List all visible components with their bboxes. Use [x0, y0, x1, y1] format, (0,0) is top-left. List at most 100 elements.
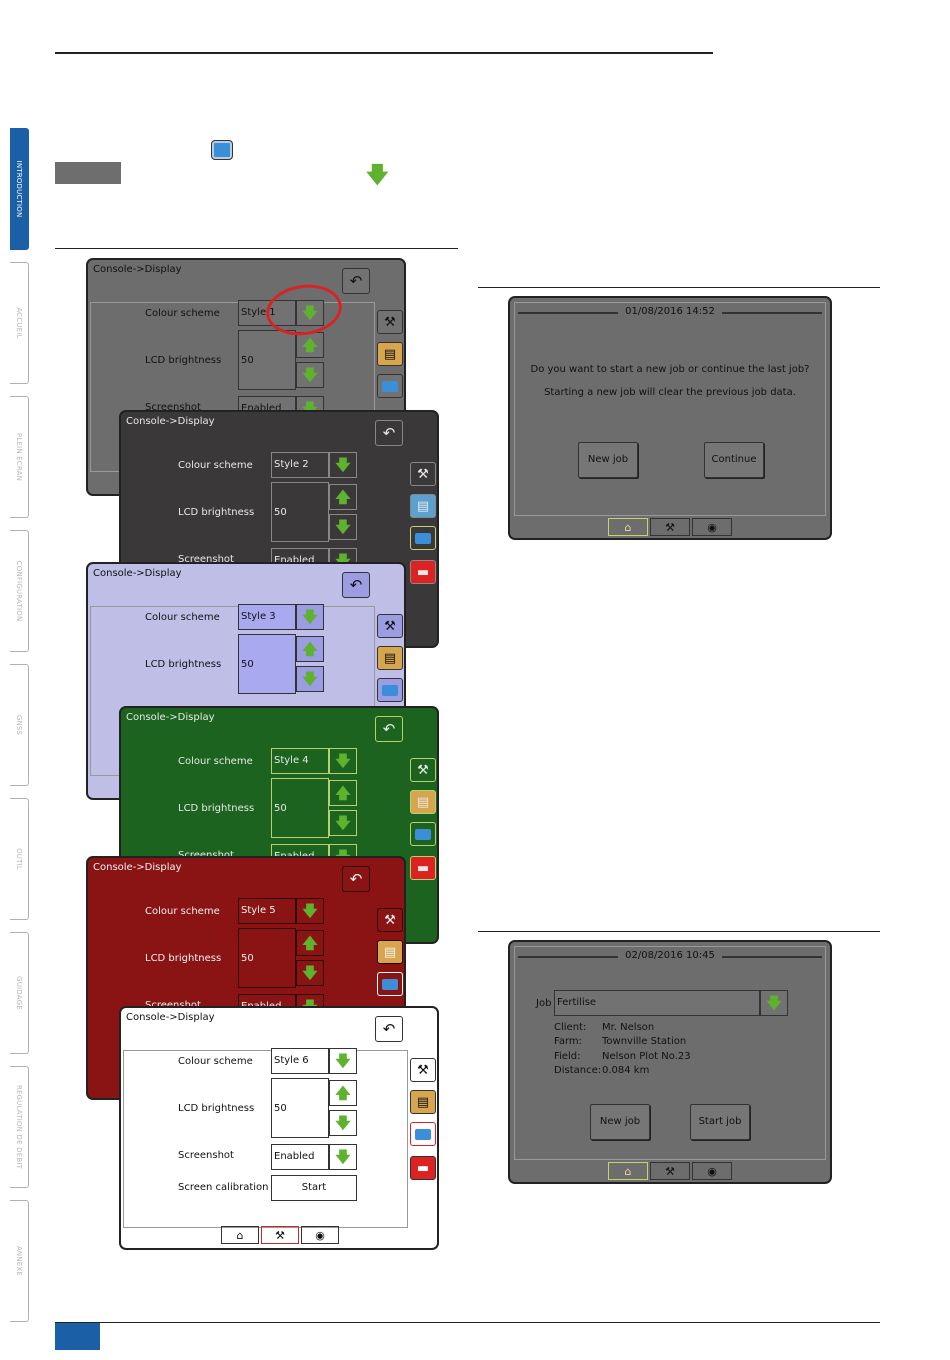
colour-scheme-label: Colour scheme: [145, 612, 220, 623]
lcd-up-button[interactable]: 🡅: [329, 484, 357, 510]
colour-scheme-label: Colour scheme: [145, 906, 220, 917]
new-job-button[interactable]: New job: [578, 442, 638, 478]
side-tab-label: PLEIN ÉCRAN: [15, 432, 23, 482]
lcd-brightness-label: LCD brightness: [145, 355, 222, 366]
lcd-down-button[interactable]: 🡇: [296, 960, 324, 986]
tools-icon[interactable]: ⚒: [410, 758, 436, 782]
colour-scheme-field[interactable]: Style 2: [271, 452, 329, 478]
side-tab-outil[interactable]: OUTIL: [10, 798, 29, 920]
lcd-brightness-field[interactable]: 50: [271, 1078, 329, 1138]
tools-icon[interactable]: ⚒: [410, 462, 436, 486]
toolbox-icon[interactable]: ▬: [410, 1156, 436, 1180]
toolbox-icon[interactable]: ▬: [410, 560, 436, 584]
tools-icon[interactable]: ⚒: [410, 1058, 436, 1082]
colour-scheme-down-button[interactable]: 🡇: [329, 748, 357, 774]
job-icon[interactable]: ▤: [410, 494, 436, 518]
lcd-down-button[interactable]: 🡇: [329, 1110, 357, 1136]
side-tab-guidage[interactable]: GUIDAGE: [10, 932, 29, 1054]
tools-icon[interactable]: ⚒: [377, 310, 403, 334]
screen-side-menu: ⚒ ▤ ▬: [407, 1052, 437, 1244]
colour-scheme-down-button[interactable]: 🡇: [296, 604, 324, 630]
tools-icon[interactable]: ⚒: [377, 908, 403, 932]
display-icon[interactable]: [377, 678, 403, 702]
side-tab-configuration[interactable]: CONFIGURATION: [10, 530, 29, 652]
job-icon[interactable]: ▤: [377, 940, 403, 964]
back-button[interactable]: ↶: [375, 1016, 403, 1042]
back-button[interactable]: ↶: [375, 716, 403, 742]
back-button[interactable]: ↶: [342, 572, 370, 598]
side-tab-introduction[interactable]: INTRODUCTION: [10, 128, 29, 250]
screenshot-field[interactable]: Enabled: [271, 1144, 329, 1170]
colour-scheme-field[interactable]: Style 4: [271, 748, 329, 774]
colour-scheme-field[interactable]: Style 1: [238, 300, 296, 326]
job-label: Job: [536, 998, 552, 1009]
colour-scheme-field[interactable]: Style 3: [238, 604, 296, 630]
bottom-nav: ⌂ ⚒ ◉: [608, 518, 732, 538]
display-icon[interactable]: [410, 526, 436, 550]
tools-icon[interactable]: ⚒: [650, 518, 690, 536]
lcd-brightness-field[interactable]: 50: [238, 634, 296, 694]
toolbox-icon[interactable]: ▬: [410, 856, 436, 880]
display-icon[interactable]: [410, 822, 436, 846]
camera-icon[interactable]: ◉: [692, 518, 732, 536]
display-icon[interactable]: [377, 374, 403, 398]
lcd-down-button[interactable]: 🡇: [296, 362, 324, 388]
lcd-up-button[interactable]: 🡅: [296, 332, 324, 358]
side-tab-plein-ecran[interactable]: PLEIN ÉCRAN: [10, 396, 29, 518]
screen-calibration-start-button[interactable]: Start: [271, 1175, 357, 1201]
job-panel: [514, 946, 826, 1160]
colour-scheme-down-button[interactable]: 🡇: [329, 452, 357, 478]
lcd-brightness-field[interactable]: 50: [271, 778, 329, 838]
tools-icon[interactable]: ⚒: [377, 614, 403, 638]
continue-button[interactable]: Continue: [704, 442, 764, 478]
lcd-up-button[interactable]: 🡅: [296, 636, 324, 662]
tools-icon[interactable]: ⚒: [650, 1162, 690, 1180]
camera-icon[interactable]: ◉: [301, 1226, 339, 1244]
display-icon[interactable]: [377, 972, 403, 996]
back-button[interactable]: ↶: [342, 866, 370, 892]
colour-scheme-down-button[interactable]: 🡇: [329, 1048, 357, 1074]
display-icon[interactable]: [410, 1122, 436, 1146]
footer-rule: [55, 1322, 880, 1323]
side-tab-label: GUIDAGE: [15, 976, 23, 1010]
home-icon[interactable]: ⌂: [608, 1162, 648, 1180]
lcd-down-button[interactable]: 🡇: [329, 514, 357, 540]
back-button[interactable]: ↶: [342, 268, 370, 294]
colour-scheme-field[interactable]: Style 5: [238, 898, 296, 924]
side-tab-accueil[interactable]: ACCUEIL: [10, 262, 29, 384]
job-select[interactable]: Fertilise: [554, 990, 760, 1016]
colour-scheme-field[interactable]: Style 6: [271, 1048, 329, 1074]
job-screen-new-or-continue: 01/08/2016 14:52 Do you want to start a …: [508, 296, 832, 540]
side-tab-annexe[interactable]: ANNEXE: [10, 1200, 29, 1322]
lcd-down-button[interactable]: 🡇: [329, 810, 357, 836]
lcd-up-button[interactable]: 🡅: [329, 1080, 357, 1106]
job-select-down-button[interactable]: 🡇: [760, 990, 788, 1016]
job-icon[interactable]: ▤: [410, 790, 436, 814]
side-tab-regulation[interactable]: RÉGULATION DE DÉBIT: [10, 1066, 29, 1188]
home-icon[interactable]: ⌂: [221, 1226, 259, 1244]
lcd-down-button[interactable]: 🡇: [296, 666, 324, 692]
tools-icon[interactable]: ⚒: [261, 1226, 299, 1244]
lcd-brightness-field[interactable]: 50: [271, 482, 329, 542]
lcd-brightness-field[interactable]: 50: [238, 330, 296, 390]
back-button[interactable]: ↶: [375, 420, 403, 446]
new-job-button[interactable]: New job: [590, 1104, 650, 1140]
job-icon[interactable]: ▤: [410, 1090, 436, 1114]
job-icon[interactable]: ▤: [377, 646, 403, 670]
start-job-button[interactable]: Start job: [690, 1104, 750, 1140]
screenshot-down-button[interactable]: 🡇: [329, 1144, 357, 1170]
lcd-brightness-label: LCD brightness: [178, 1103, 255, 1114]
home-icon[interactable]: ⌂: [608, 518, 648, 536]
job-icon[interactable]: ▤: [377, 342, 403, 366]
colour-scheme-label: Colour scheme: [178, 460, 253, 471]
lcd-brightness-field[interactable]: 50: [238, 928, 296, 988]
side-tab-label: CONFIGURATION: [15, 560, 23, 622]
lcd-up-button[interactable]: 🡅: [296, 930, 324, 956]
colour-scheme-down-button[interactable]: 🡇: [296, 300, 324, 326]
colour-scheme-down-button[interactable]: 🡇: [296, 898, 324, 924]
datetime: 01/08/2016 14:52: [510, 306, 830, 317]
side-tab-gnss[interactable]: GNSS: [10, 664, 29, 786]
bottom-nav: ⌂ ⚒ ◉: [608, 1162, 732, 1182]
lcd-up-button[interactable]: 🡅: [329, 780, 357, 806]
camera-icon[interactable]: ◉: [692, 1162, 732, 1180]
